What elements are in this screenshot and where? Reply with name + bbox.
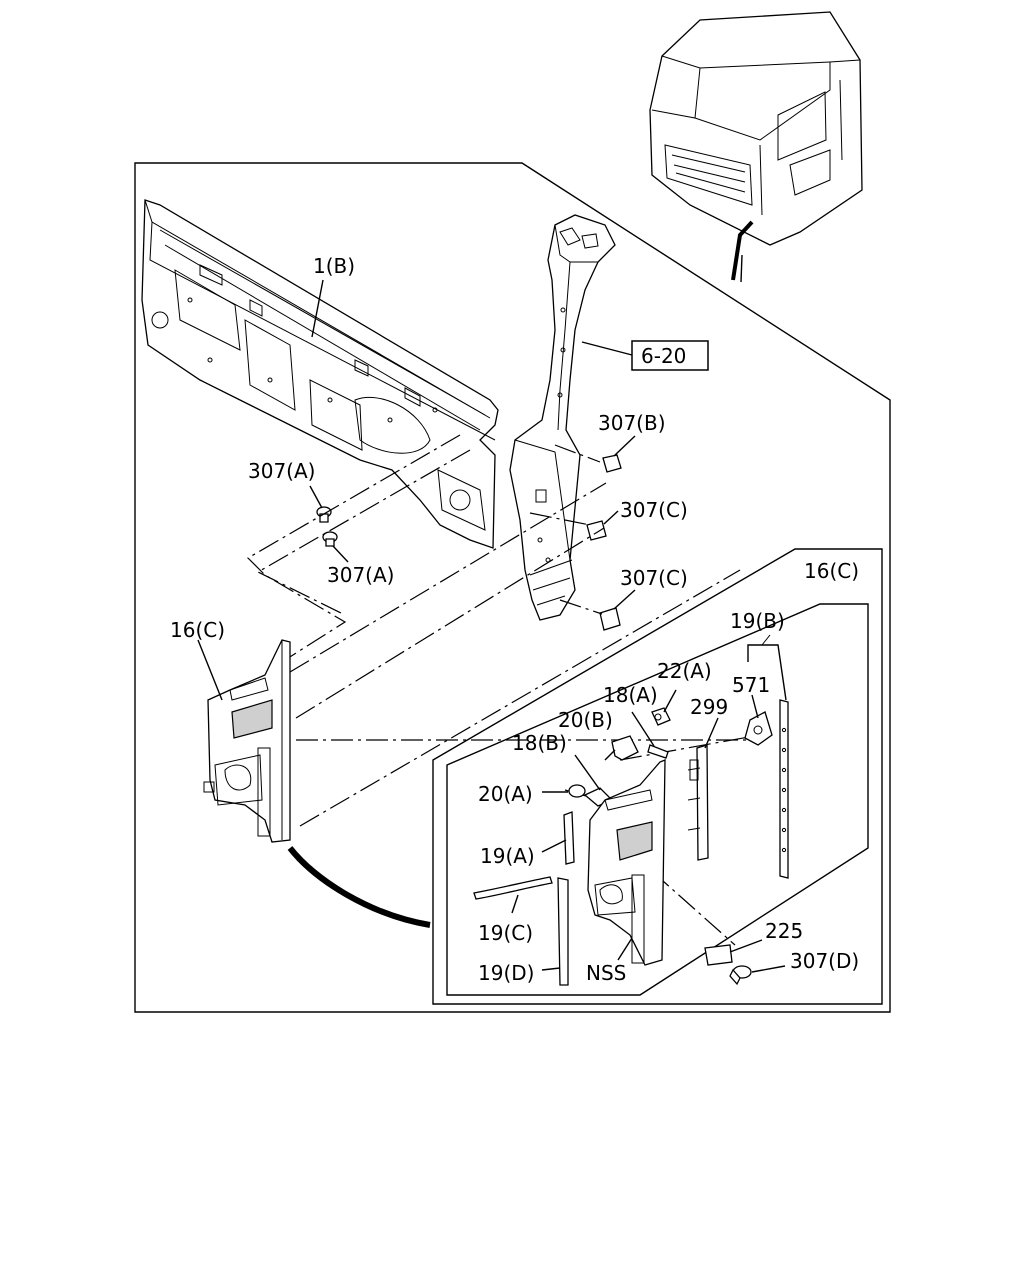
clip-307a-upper bbox=[316, 506, 332, 523]
leader-19a bbox=[541, 839, 567, 853]
clip-307a-lower bbox=[322, 531, 338, 547]
label-307b: 307(B) bbox=[598, 411, 666, 435]
leader-307c-lower bbox=[613, 589, 636, 610]
leader-19b bbox=[747, 644, 787, 701]
leader-18b bbox=[574, 754, 601, 791]
leader-16c-left bbox=[197, 639, 223, 701]
label-1b: 1(B) bbox=[313, 254, 355, 278]
label-307d: 307(D) bbox=[790, 949, 859, 973]
label-19c: 19(C) bbox=[478, 921, 533, 945]
a-pillar bbox=[509, 214, 616, 621]
leader-299 bbox=[704, 717, 719, 749]
label-16c-detail: 16(C) bbox=[804, 559, 859, 583]
leader-571 bbox=[751, 694, 759, 719]
label-19a: 19(A) bbox=[480, 844, 535, 868]
leader-225 bbox=[729, 939, 763, 953]
clip-20b bbox=[611, 735, 639, 761]
seal-19c bbox=[473, 876, 553, 900]
label-18a: 18(A) bbox=[603, 683, 658, 707]
leader-nss bbox=[617, 937, 633, 961]
clip-20a bbox=[568, 784, 586, 798]
seal-19a bbox=[563, 811, 575, 865]
leader-19d bbox=[541, 967, 561, 971]
screw-22a bbox=[651, 707, 671, 726]
truck-cab-icon bbox=[649, 11, 863, 281]
clip-307c-lower bbox=[599, 607, 621, 631]
label-nss: NSS bbox=[586, 961, 626, 985]
detail-frame-inner bbox=[446, 603, 869, 996]
leader-19b-branch bbox=[761, 634, 771, 646]
main-frame bbox=[134, 162, 891, 1013]
pillar-trim-left bbox=[203, 639, 291, 843]
leader-307d bbox=[751, 965, 786, 973]
label-299: 299 bbox=[690, 695, 728, 719]
label-22a: 22(A) bbox=[657, 659, 712, 683]
label-307a-lower: 307(A) bbox=[327, 563, 394, 587]
label-225: 225 bbox=[765, 919, 803, 943]
label-307a-upper: 307(A) bbox=[248, 459, 315, 483]
clip-571 bbox=[744, 711, 773, 746]
seal-19b bbox=[779, 699, 789, 879]
leader-307c-upper bbox=[603, 510, 619, 525]
leader-307a-upper bbox=[309, 485, 323, 509]
leader-6-20 bbox=[581, 341, 633, 356]
label-20b: 20(B) bbox=[558, 708, 613, 732]
pillar-ref-box bbox=[631, 340, 709, 371]
label-571: 571 bbox=[732, 673, 770, 697]
label-20a: 20(A) bbox=[478, 782, 533, 806]
leader-19c bbox=[511, 894, 519, 914]
detail-frame-outer bbox=[432, 548, 883, 1005]
leader-20b bbox=[604, 749, 616, 761]
label-19b: 19(B) bbox=[730, 609, 785, 633]
leader-22a bbox=[663, 689, 677, 713]
leader-1b bbox=[311, 279, 324, 338]
clip-18a bbox=[647, 744, 669, 759]
cab-pointer-line bbox=[740, 254, 743, 283]
clip-307c-upper bbox=[586, 520, 607, 541]
assembly-lines bbox=[247, 434, 761, 946]
label-16c-left: 16(C) bbox=[170, 618, 225, 642]
seal-19d bbox=[557, 877, 569, 986]
label-18b: 18(B) bbox=[512, 731, 567, 755]
label-307c-lower: 307(C) bbox=[620, 566, 688, 590]
pillar-trim-detail bbox=[587, 759, 666, 966]
label-6-20: 6-20 bbox=[641, 344, 686, 368]
bracket-299 bbox=[687, 744, 709, 861]
clip-307b bbox=[602, 454, 622, 473]
label-19d: 19(D) bbox=[478, 961, 534, 985]
cowl-panel bbox=[141, 199, 499, 549]
clip-307d bbox=[729, 965, 752, 986]
leader-18a bbox=[631, 711, 655, 747]
label-307c-upper: 307(C) bbox=[620, 498, 688, 522]
part-225 bbox=[704, 944, 733, 966]
detail-arrow bbox=[287, 846, 431, 928]
leader-307a-lower bbox=[332, 545, 349, 563]
leader-307b bbox=[613, 435, 636, 457]
